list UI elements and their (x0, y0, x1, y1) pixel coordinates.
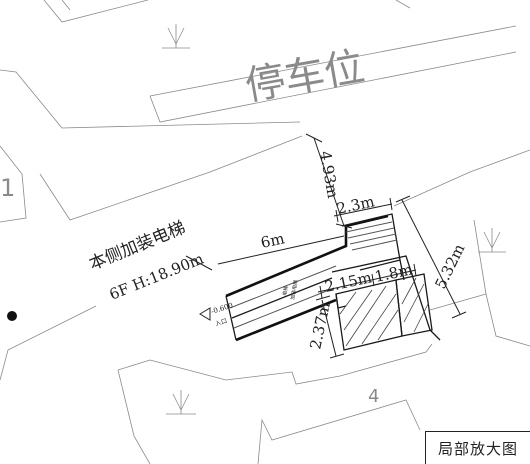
dimension-label-5-32: 5.32m (431, 241, 468, 292)
dimension-label-6: 6m (259, 229, 286, 252)
dimension-label-4-93: 4.93m (316, 150, 342, 200)
elevator-corridor (225, 214, 389, 342)
dimension-label-2-37: 2.37m (306, 301, 334, 351)
bottom-building-outline (117, 343, 433, 464)
entrance-arrow-icon (199, 307, 211, 321)
partial-number: 1 (0, 174, 15, 202)
dimension-4-93 (305, 133, 353, 229)
tree-symbol-right (478, 228, 506, 253)
dimension-2-3 (333, 197, 393, 223)
dimension-2-15-1-8 (317, 263, 417, 299)
stair-segment (341, 213, 401, 271)
dimension-5-32 (395, 195, 467, 319)
dimension-2-37 (315, 295, 345, 359)
legend-box: 局部放大图 (425, 431, 530, 464)
elevator-shafts (331, 255, 441, 351)
top-building-outline (43, 0, 411, 23)
left-site-boundary (0, 135, 303, 381)
inner-note-2: 加装电梯 (289, 279, 299, 300)
building-number: 4 (368, 386, 379, 407)
inner-note-1: 电梯 (281, 285, 290, 296)
parking-label: 停车位 (242, 44, 368, 110)
legend-label: 局部放大图 (437, 439, 518, 458)
reference-point-icon (7, 311, 17, 321)
tree-symbol-top (162, 24, 190, 49)
right-site-boundary (393, 149, 530, 347)
dimension-6 (185, 235, 345, 271)
entrance-note: 入口 (214, 318, 228, 328)
dimension-label-1-8: 1.8m (373, 260, 414, 286)
tree-symbol-bottom (166, 390, 196, 415)
parking-strip (0, 25, 517, 129)
